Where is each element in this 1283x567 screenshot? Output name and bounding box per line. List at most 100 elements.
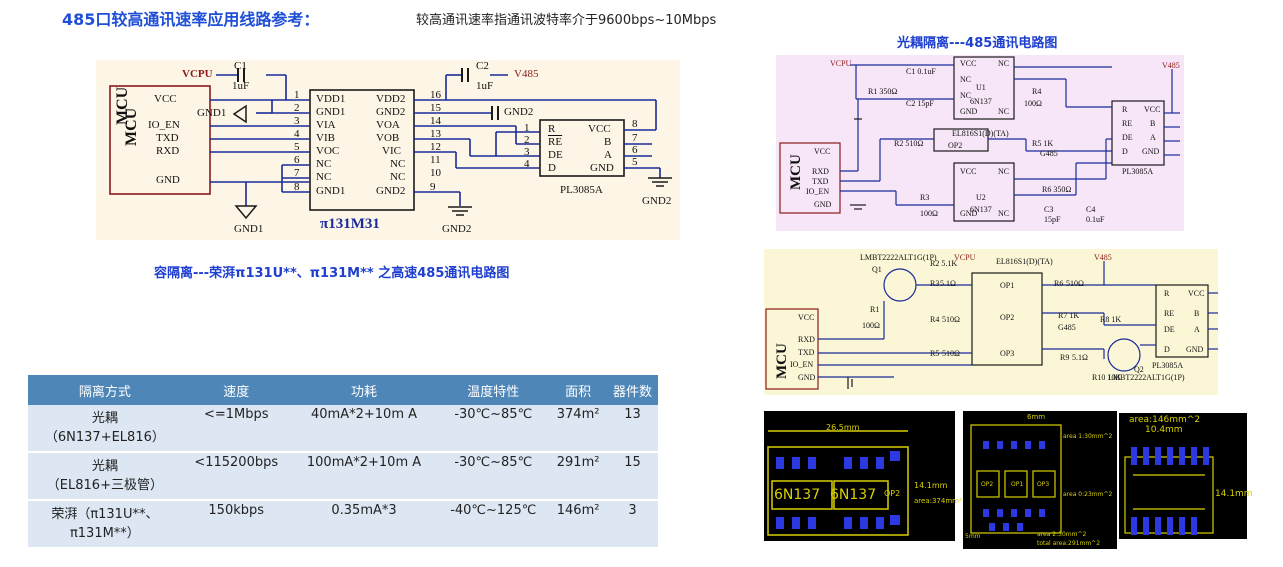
opto2-el816: EL816S1(D)(TA) <box>996 257 1053 266</box>
cell-area: 374m² <box>549 405 608 453</box>
opto2-mcu-io-en: IO_EN <box>790 360 814 369</box>
xcvr-pin-d: D <box>548 162 556 174</box>
opto1-u1-gnd: GND <box>960 107 978 116</box>
mcu-label: MCU <box>123 107 140 146</box>
opto2-xcvr-de: DE <box>1164 325 1175 334</box>
optocoupler-caption: 光耦隔离---485通讯电路图 <box>897 36 1058 51</box>
cell-area: 291m² <box>549 452 608 501</box>
table-row: 光耦（6N137+EL816） <=1Mbps 40mA*2+10m A -30… <box>28 405 658 453</box>
opto1-xcvr-d: D <box>1122 147 1128 156</box>
opto2-mcu-vcc: VCC <box>798 313 815 322</box>
opto2-xcvr-gnd: GND <box>1186 345 1204 354</box>
gnd2-bottom-label: GND2 <box>442 223 472 235</box>
pcb1-chip2: 6N137 <box>830 487 877 503</box>
iso-num-14: 14 <box>430 115 441 127</box>
xcvr-num-1: 1 <box>524 122 530 134</box>
pcb1-chip1: 6N137 <box>774 487 821 503</box>
cell-speed: <115200bps <box>181 452 291 501</box>
cell-type: 光耦（EL816+三极管） <box>28 452 182 501</box>
iso-num-3: 3 <box>294 115 300 127</box>
xcvr-pin-r: R <box>548 123 556 135</box>
iso-num-16: 16 <box>430 89 441 101</box>
pcb2-op1: OP1 <box>1011 481 1024 488</box>
pcb2-op2: OP2 <box>981 481 994 488</box>
cell-type-main: 光耦 <box>91 411 118 426</box>
opto2-g485: G485 <box>1058 323 1076 332</box>
opto1-u2-gnd: GND <box>960 209 978 218</box>
opto2-xcvr-name: PL3085A <box>1152 361 1184 370</box>
opto1-vcpu: VCPU <box>830 59 852 68</box>
opto2-xcvr-d: D <box>1164 345 1170 354</box>
opto1-xcvr-vcc: VCC <box>1144 105 1161 114</box>
iso-num-1: 1 <box>294 89 300 101</box>
gnd1-label: GND1 <box>197 107 227 119</box>
iso-pin-vib: VIB <box>316 132 335 144</box>
opto1-xcvr-de: DE <box>1122 133 1133 142</box>
iso-num-4: 4 <box>294 128 300 140</box>
opto2-r4-val: 510Ω <box>942 315 960 324</box>
col-area: 面积 <box>549 375 608 405</box>
pcb2-area2: area 2:30mm^2 <box>1037 531 1087 538</box>
opto2-q1: Q1 <box>872 265 882 274</box>
iso-pin-gnd1: GND1 <box>316 106 346 118</box>
iso-num-7: 7 <box>294 167 300 179</box>
iso-pin-voc: VOC <box>316 145 340 157</box>
iso-pin-gnd2-9: GND2 <box>376 185 406 197</box>
opto2-q2: Q2 <box>1134 365 1144 374</box>
cell-count: 3 <box>607 500 658 549</box>
opto1-v485: V485 <box>1162 61 1180 70</box>
mcu-pin-txd: TXD <box>156 132 179 144</box>
iso-pin-vdd2: VDD2 <box>376 93 406 105</box>
xcvr-num-7: 7 <box>632 132 638 144</box>
pcb2-total: total area:291mm^2 <box>1037 540 1101 547</box>
col-temp: 温度特性 <box>437 375 550 405</box>
opto1-u2-nc-r1: NC <box>998 167 1010 176</box>
opto2-r9: R9 <box>1060 353 1070 362</box>
opto2-op2: OP2 <box>1000 313 1015 322</box>
opto2-r9-val: 5.1Ω <box>1072 353 1088 362</box>
gnd2-right-label: GND2 <box>642 195 672 207</box>
col-speed: 速度 <box>181 375 291 405</box>
iso-num-13: 13 <box>430 128 441 140</box>
cell-type: 光耦（6N137+EL816） <box>28 405 182 453</box>
mcu-title: MCU <box>114 86 131 125</box>
opto1-mcu-io-en: IO_EN <box>806 187 830 196</box>
opto2-r5-val: 510Ω <box>942 349 960 358</box>
pcb3-area: area:146mm^2 <box>1129 415 1201 425</box>
opto1-r6: R6 350Ω <box>1042 185 1072 194</box>
cell-area-value: 291 <box>556 455 582 470</box>
iso-chip-name: π131M31 <box>320 216 380 232</box>
opto1-r1: R1 350Ω <box>868 87 898 96</box>
col-count: 器件数 <box>607 375 658 405</box>
mcu-pin-rxd: RXD <box>156 145 180 157</box>
opto2-op1: OP1 <box>1000 281 1015 290</box>
cell-area-unit: m² <box>581 503 600 518</box>
opto2-r1: R1 <box>870 305 880 314</box>
pcb1-area: area:374mm² <box>914 497 962 505</box>
cell-count: 13 <box>607 405 658 453</box>
opto1-mcu-txd: TXD <box>812 177 829 186</box>
opto2-mcu-rxd: RXD <box>798 335 815 344</box>
xcvr-pin-re: RE <box>548 136 563 148</box>
opto2-r10: R10 10K <box>1092 373 1122 382</box>
opto1-c3: C3 <box>1044 205 1054 214</box>
opto1-c3-val: 15pF <box>1044 215 1061 224</box>
c2-label: C2 <box>476 60 489 72</box>
iso-pin-gnd1-8: GND1 <box>316 185 346 197</box>
opto1-u2: U2 <box>976 193 986 202</box>
xcvr-pin-gnd: GND <box>590 162 614 174</box>
iso-pin-vic: VIC <box>382 145 401 157</box>
cell-area-unit: m² <box>581 455 600 470</box>
cell-power: 0.35mA*3 <box>290 500 438 549</box>
opto1-u1-name: 6N137 <box>970 97 992 106</box>
comparison-table: 隔离方式 速度 功耗 温度特性 面积 器件数 光耦（6N137+EL816） <… <box>28 375 658 549</box>
opto1-u1-nc1: NC <box>960 75 972 84</box>
opto1-xcvr-a: A <box>1150 133 1156 142</box>
iso-num-6: 6 <box>294 154 300 166</box>
gnd1-bottom-label: GND1 <box>234 223 264 235</box>
opto1-r5: R5 1K <box>1032 139 1054 148</box>
opto2-mcu-gnd: GND <box>798 373 816 382</box>
opto1-xcvr-b: B <box>1150 119 1156 128</box>
iso-num-5: 5 <box>294 141 300 153</box>
opto2-r6-val: 510Ω <box>1066 279 1084 288</box>
